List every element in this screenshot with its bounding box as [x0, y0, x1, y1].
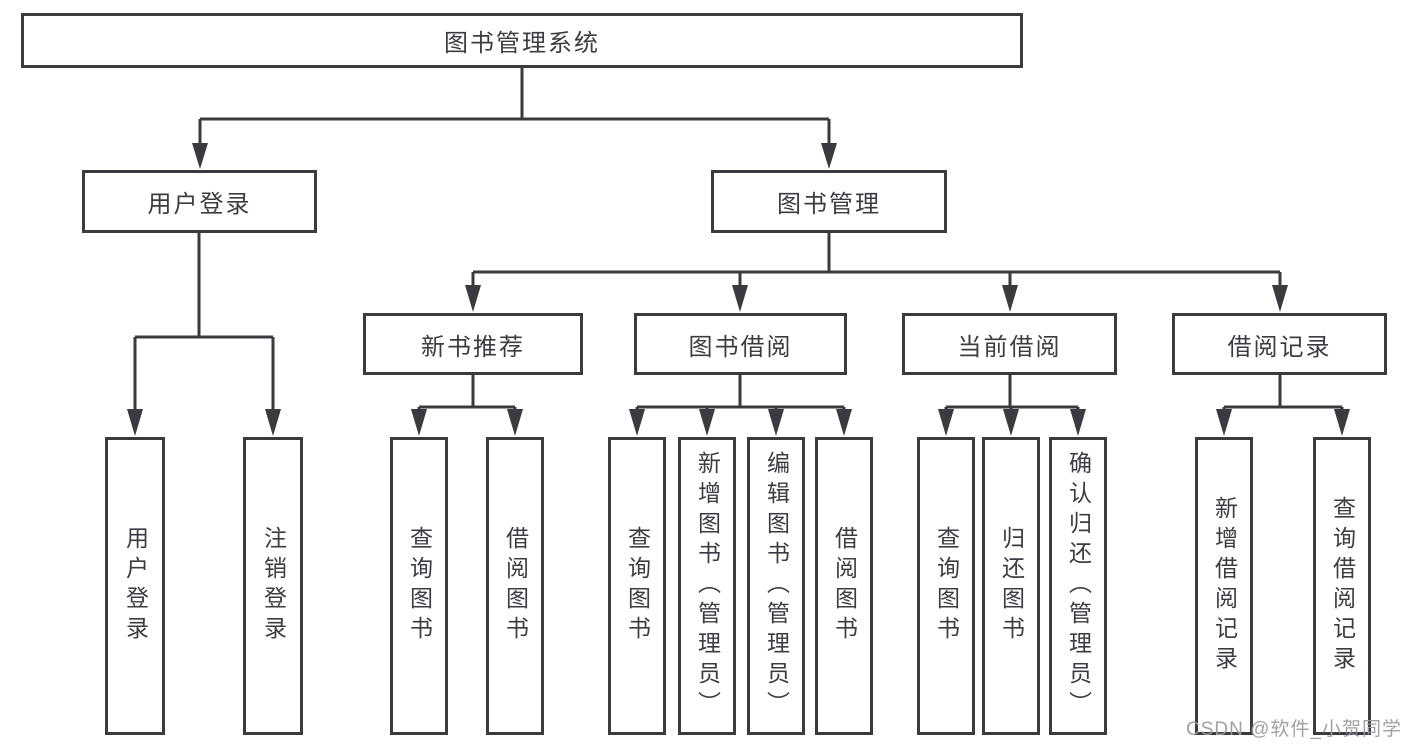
- connector-current-borrowing-to-leaves: [938, 375, 1086, 436]
- leaf-add-books-admin-label: 新增图书（管理员）: [694, 451, 721, 721]
- leaf-return-books-label: 归还图书: [998, 526, 1025, 646]
- leaf-query-borrow-record: 查询借阅记录: [1313, 437, 1371, 735]
- leaf-borrow-books-recommend: 借阅图书: [486, 437, 544, 735]
- leaf-add-borrow-record: 新增借阅记录: [1195, 437, 1253, 735]
- node-current-borrowing: 当前借阅: [902, 313, 1117, 375]
- leaf-query-books-borrowing-label: 查询图书: [624, 526, 651, 646]
- arrowhead-icon: [938, 409, 954, 436]
- leaf-logout-label: 注销登录: [260, 526, 287, 646]
- arrowhead-icon: [265, 409, 281, 436]
- arrowhead-icon: [699, 409, 715, 436]
- connector-root-to-level2: [192, 68, 837, 169]
- arrowhead-icon: [411, 409, 427, 436]
- leaf-user-login-label: 用户登录: [122, 526, 149, 646]
- leaf-borrow-books-borrowing: 借阅图书: [815, 437, 873, 735]
- node-book-management-label: 图书管理: [777, 191, 881, 218]
- node-borrowing-records-label: 借阅记录: [1227, 333, 1332, 361]
- watermark-text: CSDN @软件_小贺同学: [1186, 719, 1402, 740]
- leaf-add-borrow-record-label: 新增借阅记录: [1211, 496, 1238, 676]
- leaf-query-books-current-label: 查询图书: [933, 526, 960, 646]
- node-library-management-system: 图书管理系统: [21, 13, 1023, 68]
- arrowhead-icon: [1272, 285, 1288, 312]
- node-library-management-system-label: 图书管理系统: [444, 30, 600, 57]
- arrowhead-icon: [836, 409, 852, 436]
- node-book-borrowing: 图书借阅: [634, 313, 847, 375]
- connector-borrowing-records-to-leaves: [1216, 375, 1350, 436]
- node-book-borrowing-label: 图书借阅: [688, 333, 793, 361]
- leaf-borrow-books-recommend-label: 借阅图书: [502, 526, 529, 646]
- connector-book-management-to-level3: [465, 233, 1288, 312]
- leaf-query-books-borrowing: 查询图书: [608, 437, 666, 735]
- leaf-query-books-recommend: 查询图书: [390, 437, 448, 735]
- leaf-query-borrow-record-label: 查询借阅记录: [1329, 496, 1356, 676]
- arrowhead-icon: [768, 409, 784, 436]
- leaf-return-books: 归还图书: [982, 437, 1040, 735]
- node-new-book-recommendation-label: 新书推荐: [421, 333, 525, 361]
- arrowhead-icon: [629, 409, 645, 436]
- arrowhead-icon: [1070, 409, 1086, 436]
- leaf-edit-books-admin: 编辑图书（管理员）: [747, 437, 805, 735]
- arrowhead-icon: [732, 285, 748, 312]
- leaf-edit-books-admin-label: 编辑图书（管理员）: [763, 451, 790, 721]
- arrowhead-icon: [1216, 409, 1232, 436]
- arrowhead-icon: [1003, 409, 1019, 436]
- arrowhead-icon: [821, 143, 837, 169]
- arrowhead-icon: [465, 285, 481, 312]
- node-new-book-recommendation: 新书推荐: [363, 313, 583, 375]
- leaf-user-login: 用户登录: [105, 437, 165, 735]
- node-user-login-label: 用户登录: [147, 191, 252, 218]
- connector-new-book-recommendation-to-leaves: [411, 375, 523, 436]
- leaf-logout: 注销登录: [243, 437, 303, 735]
- arrowhead-icon: [1002, 285, 1018, 312]
- leaf-confirm-return-admin-label: 确认归还（管理员）: [1065, 451, 1092, 721]
- leaf-borrow-books-borrowing-label: 借阅图书: [831, 526, 858, 646]
- arrowhead-icon: [127, 409, 143, 436]
- connector-user-login-to-leaves: [127, 233, 281, 436]
- leaf-query-books-recommend-label: 查询图书: [406, 526, 433, 646]
- connector-book-borrowing-to-leaves: [629, 375, 852, 436]
- arrowhead-icon: [507, 409, 523, 436]
- leaf-query-books-current: 查询图书: [917, 437, 975, 735]
- node-user-login: 用户登录: [82, 170, 317, 233]
- leaf-confirm-return-admin: 确认归还（管理员）: [1049, 437, 1107, 735]
- arrowhead-icon: [192, 143, 208, 169]
- arrowhead-icon: [1334, 409, 1350, 436]
- node-book-management: 图书管理: [711, 170, 947, 233]
- node-borrowing-records: 借阅记录: [1172, 313, 1387, 375]
- leaf-add-books-admin: 新增图书（管理员）: [678, 437, 736, 735]
- node-current-borrowing-label: 当前借阅: [957, 333, 1062, 361]
